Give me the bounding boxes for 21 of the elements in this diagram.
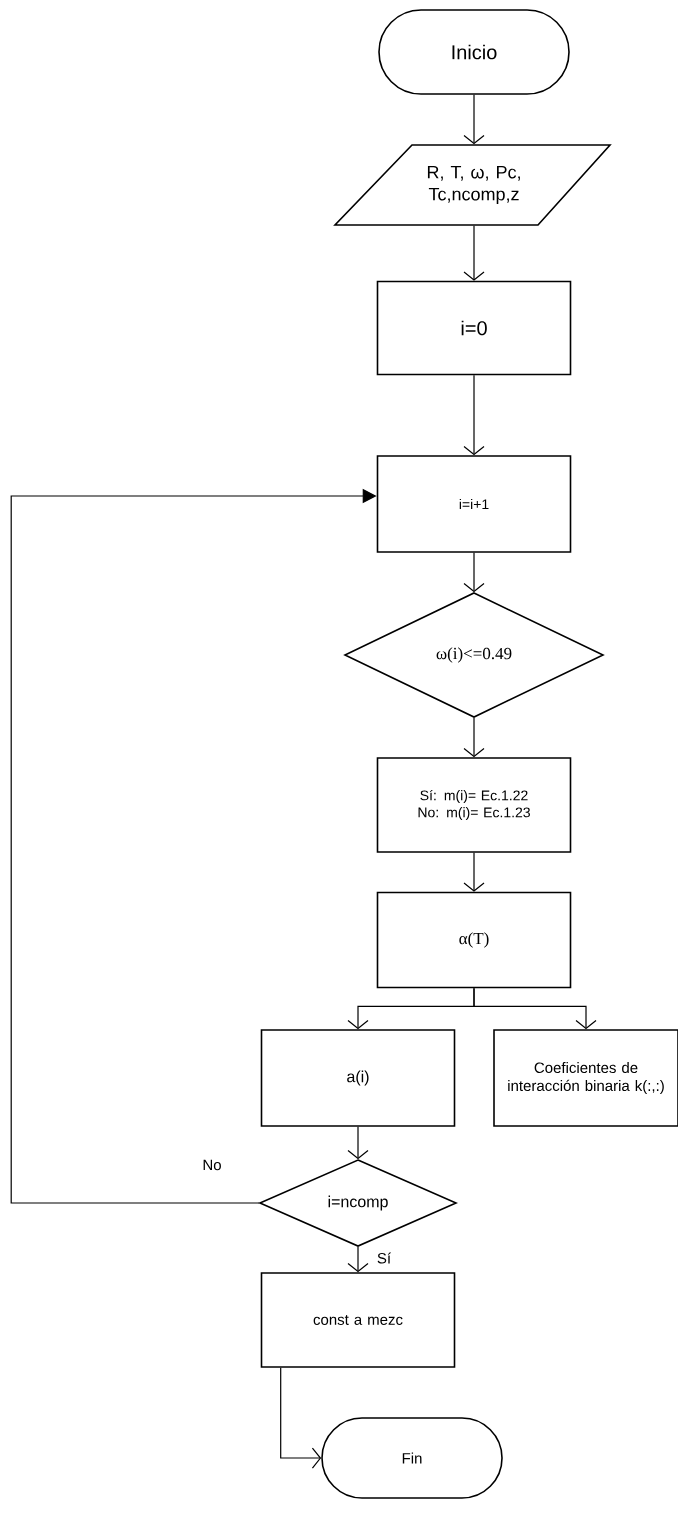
process-box: Sí: m(i)= Ec.1.22 No: m(i)= Ec.1.23 <box>376 757 572 853</box>
arrow <box>347 1126 369 1160</box>
arrow <box>463 552 485 593</box>
arrow <box>463 94 485 145</box>
process-box: const a mezc <box>260 1272 456 1368</box>
arrow <box>280 1367 322 1469</box>
arrow <box>473 987 597 1030</box>
process-box: a(i) <box>260 1029 456 1127</box>
edge-label: Sí <box>375 1251 393 1265</box>
arrow <box>463 717 485 758</box>
edge-label: No <box>201 1158 223 1172</box>
process-box: i=0 <box>376 280 572 376</box>
process-box: Coeficientes de interacción binaria k(:,:) <box>493 1029 678 1127</box>
arrow <box>463 852 485 892</box>
start-terminal: Inicio <box>378 9 570 95</box>
arrow <box>347 1246 369 1273</box>
end-terminal: Fin <box>321 1417 503 1499</box>
arrow <box>463 374 485 456</box>
process-box: i=i+1 <box>376 455 572 553</box>
process-box: α(T) <box>376 891 572 989</box>
arrow <box>463 225 485 281</box>
